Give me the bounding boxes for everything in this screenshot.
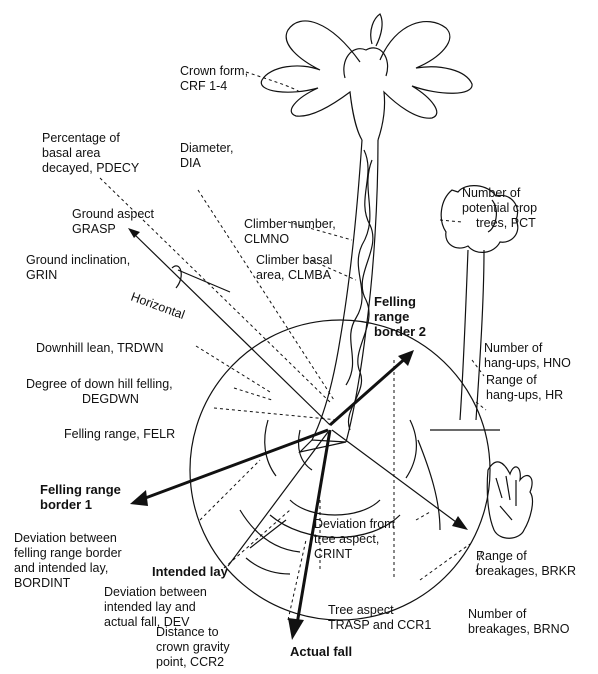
tree-trunk: [300, 140, 378, 452]
label-trdwn: Downhill lean, TRDWN: [36, 341, 164, 355]
label-grin: Ground inclination,GRIN: [26, 253, 130, 282]
felling-border2-arrow: [330, 356, 408, 425]
label-dia: Diameter,DIA: [180, 141, 234, 170]
label-clmno: Climber number,CLMNO: [244, 217, 336, 246]
label-degdwn: Degree of down hill felling,DEGDWN: [26, 377, 173, 406]
label-horizontal: Horizontal: [129, 290, 187, 322]
label-crown-form: Crown form,CRF 1-4: [180, 64, 248, 93]
label-actual-fall: Actual fall: [290, 644, 352, 659]
label-intended-lay: Intended lay: [152, 564, 229, 579]
tree-aspect-line: [332, 430, 460, 525]
breakage-stump: [487, 462, 532, 538]
tree-crown: [261, 14, 472, 140]
label-felr: Felling range, FELR: [64, 427, 175, 441]
